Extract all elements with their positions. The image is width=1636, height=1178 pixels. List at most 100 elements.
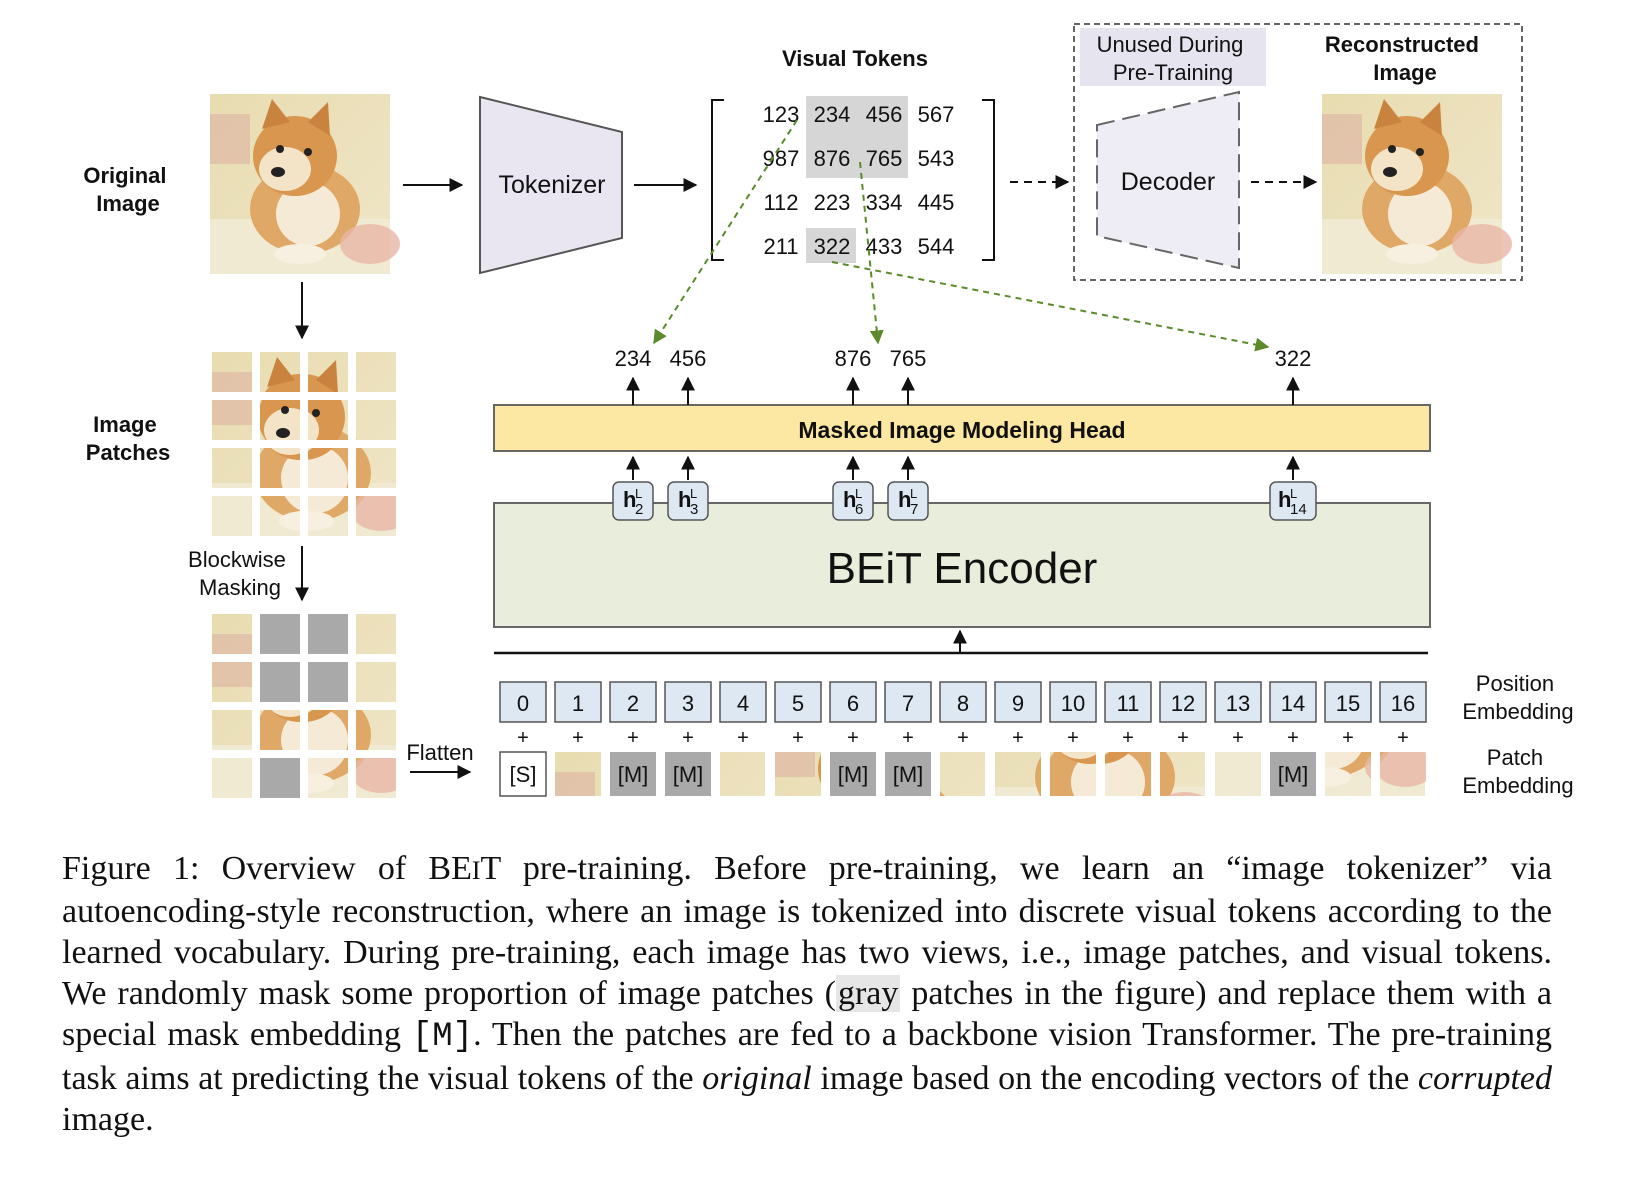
image-patches-label: Image Patches (86, 412, 170, 465)
position-index: 6 (847, 691, 859, 716)
visual-token: 567 (918, 102, 955, 127)
position-index: 3 (682, 691, 694, 716)
plus-sign: + (1177, 727, 1189, 749)
hidden-state-box (667, 481, 709, 521)
position-index: 8 (957, 691, 969, 716)
plus-sign: + (1012, 727, 1024, 749)
patch-cell (308, 662, 348, 702)
input-sequence: 0+1+2+3+4+5+6+7+8+9+10+11+12+13+14+15+16… (499, 681, 1427, 797)
tokenizer-label: Tokenizer (499, 171, 606, 199)
position-box (1324, 681, 1372, 723)
predicted-token: 322 (1275, 346, 1312, 371)
original-image-label: Original Image (83, 163, 172, 216)
visual-token: 211 (763, 234, 798, 259)
position-box (829, 681, 877, 723)
visual-token: 445 (918, 190, 955, 215)
cls-token (499, 751, 547, 797)
mask-patch (885, 752, 931, 796)
patch-token-label: [M] (893, 762, 924, 787)
plus-sign: + (1342, 727, 1354, 749)
position-index: 12 (1171, 691, 1195, 716)
left-bracket (711, 99, 724, 261)
decoder-shape (1096, 90, 1240, 270)
plus-sign: + (682, 727, 694, 749)
decoder-label: Decoder (1121, 168, 1216, 196)
plus-sign: + (1122, 727, 1134, 749)
position-index: 10 (1061, 691, 1085, 716)
hidden-state-sub: 7 (910, 501, 918, 518)
patch-token-label: [M] (1278, 762, 1309, 787)
hidden-state-box (612, 481, 654, 521)
mim-head-label: Masked Image Modeling Head (798, 417, 1125, 443)
hidden-state-sub: 6 (855, 501, 863, 518)
reconstructed-image (1322, 94, 1512, 274)
hidden-state-sub: 3 (690, 501, 698, 518)
position-index: 9 (1012, 691, 1024, 716)
patch-cell (260, 614, 300, 654)
plus-sign: + (792, 727, 804, 749)
mim-head (493, 404, 1431, 452)
visual-token: 123 (763, 102, 800, 127)
hidden-state-label: h (1278, 487, 1291, 512)
position-index: 2 (627, 691, 639, 716)
hidden-state-sup: L (855, 486, 862, 501)
hidden-state-box (1269, 481, 1317, 521)
plus-sign: + (737, 727, 749, 749)
plus-sign: + (847, 727, 859, 749)
position-index: 7 (902, 691, 914, 716)
position-box (499, 681, 547, 723)
visual-token: 876 (814, 146, 851, 171)
gray-highlight: gray (835, 975, 901, 1012)
visual-token: 543 (918, 146, 955, 171)
hidden-state-sub: 2 (635, 501, 643, 518)
hidden-state-sub: 14 (1290, 501, 1307, 518)
predicted-token: 765 (890, 346, 927, 371)
patch-cell (260, 662, 300, 702)
flatten-label: Flatten (406, 740, 473, 765)
position-box (1214, 681, 1262, 723)
position-box (884, 681, 932, 723)
visual-token: 322 (814, 234, 851, 259)
mask-patch (1270, 752, 1316, 796)
beit-diagram: Original Image Image Patches Blockwise M… (83, 23, 1574, 798)
patch-token-label: [M] (673, 762, 704, 787)
predicted-token: 456 (670, 346, 707, 371)
position-box (1049, 681, 1097, 723)
hidden-state-sup: L (910, 486, 917, 501)
position-box (664, 681, 712, 723)
hidden-state-box (832, 481, 874, 521)
plus-sign: + (572, 727, 584, 749)
position-box (1159, 681, 1207, 723)
hidden-state-sup: L (1290, 486, 1297, 501)
hidden-state-label: h (843, 487, 856, 512)
visual-token: 456 (866, 102, 903, 127)
plus-sign: + (902, 727, 914, 749)
position-box (1104, 681, 1152, 723)
right-bracket (982, 99, 995, 261)
patch-token-label: [M] (618, 762, 649, 787)
image-patches-grid (212, 352, 396, 536)
patch-cell (260, 758, 300, 798)
visual-token: 433 (866, 234, 903, 259)
visual-token: 334 (866, 190, 903, 215)
position-index: 0 (517, 691, 529, 716)
reconstructed-label: Reconstructed Image (1325, 32, 1485, 85)
dashed-arrow-234 (653, 119, 798, 345)
hidden-state-label: h (898, 487, 911, 512)
mask-patch (830, 752, 876, 796)
patch-embedding-label: Patch Embedding (1462, 745, 1573, 798)
predicted-token: 234 (615, 346, 652, 371)
dashed-arrow-876 (859, 161, 884, 345)
visual-token: 112 (763, 190, 798, 215)
visual-token: 544 (918, 234, 955, 259)
plus-sign: + (1232, 727, 1244, 749)
position-index: 13 (1226, 691, 1250, 716)
token-highlight-top (806, 96, 908, 178)
position-box (774, 681, 822, 723)
figure-caption: Figure 1: Overview of BEIT pre-training.… (62, 850, 1552, 1138)
original-image (210, 94, 400, 274)
unused-box (1073, 23, 1523, 281)
visual-token: 234 (814, 102, 851, 127)
beit-encoder (493, 502, 1431, 628)
